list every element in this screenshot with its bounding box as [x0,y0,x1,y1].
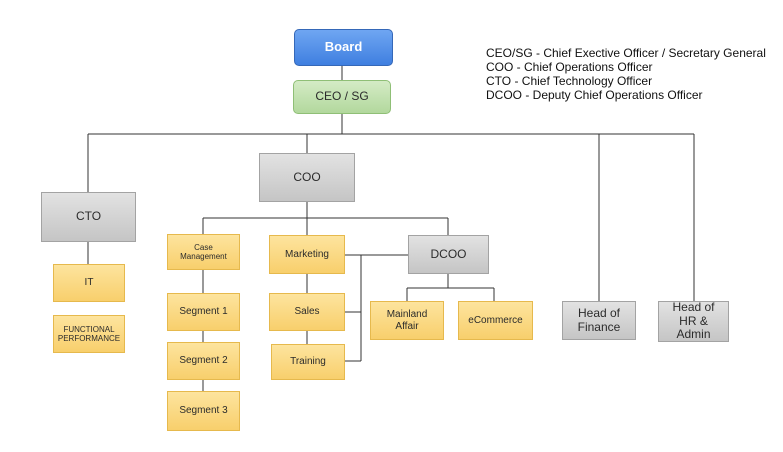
node-segment-3: Segment 3 [167,391,240,431]
node-segment-2: Segment 2 [167,342,240,380]
node-ecommerce: eCommerce [458,301,533,340]
node-training: Training [271,344,345,380]
legend-dcoo: DCOO - Deputy Chief Operations Officer [486,88,703,102]
legend-cto: CTO - Chief Technology Officer [486,74,653,88]
legend-ceo: CEO/SG - Chief Exective Officer / Secret… [486,46,766,60]
node-segment-1: Segment 1 [167,293,240,331]
node-board: Board [294,29,393,66]
node-mainland-affair: Mainland Affair [370,301,444,340]
node-head-of-finance: Head of Finance [562,301,636,340]
node-marketing: Marketing [269,235,345,274]
node-cto: CTO [41,192,136,242]
node-it: IT [53,264,125,302]
node-ceo: CEO / SG [293,80,391,114]
node-sales: Sales [269,293,345,331]
node-case-management: Case Management [167,234,240,270]
legend-coo: COO - Chief Operations Officer [486,60,653,74]
legend: CEO/SG - Chief Exective Officer / Secret… [486,46,766,102]
node-coo: COO [259,153,355,202]
node-head-of-hr: Head of HR & Admin [658,300,729,342]
node-functional-performance: FUNCTIONAL PERFORMANCE [53,315,125,353]
node-dcoo: DCOO [408,235,489,274]
